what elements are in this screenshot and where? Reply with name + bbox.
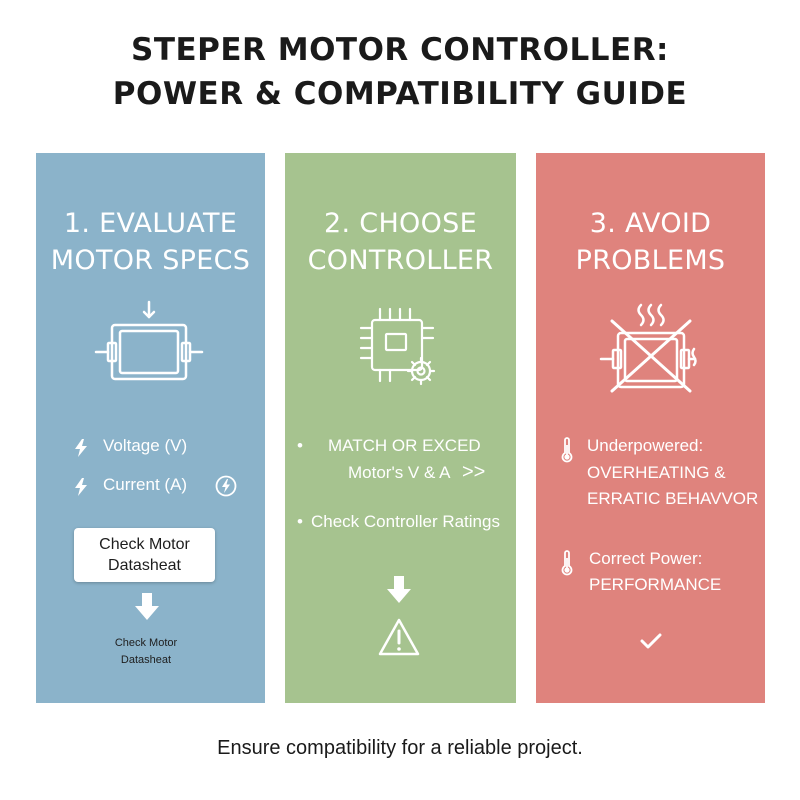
bullet: •: [297, 512, 303, 531]
double-chevron-text: >>: [462, 461, 486, 483]
panel-heading-line-1: 3. AVOID: [589, 208, 712, 239]
overheating-text: OVERHEATING &: [587, 463, 726, 482]
check-motor-datasheet-caption: Check Motor Datasheat: [96, 635, 196, 669]
motor-v-a-text: Motor's V & A: [348, 463, 451, 482]
page-title: STEPER MOTOR CONTROLLER: POWER & COMPATI…: [0, 28, 800, 116]
controller-chip-gear-icon: [359, 307, 436, 386]
warning-triangle-icon: [378, 618, 420, 656]
title-line-2: POWER & COMPATIBILITY GUIDE: [112, 76, 688, 112]
panel-heading-line-1: 2. CHOOSE: [324, 208, 477, 239]
panel-heading-line-1: 1. EVALUATE: [63, 208, 238, 239]
spec-current: Current (A): [103, 475, 188, 494]
panel-heading: 3. AVOID PROBLEMS: [536, 205, 765, 279]
thermometer-icon: [561, 437, 573, 463]
title-line-1: STEPER MOTOR CONTROLLER:: [131, 32, 669, 68]
check-motor-datasheet-button[interactable]: Check Motor Datasheat: [74, 528, 215, 582]
button-line-1: Check Motor: [99, 536, 190, 553]
lightning-circle-icon: [215, 475, 237, 497]
performance-text: PERFORMANCE: [589, 575, 722, 594]
panel-avoid-problems: 3. AVOID PROBLEMS Underpowered: OVERHEAT…: [536, 153, 765, 703]
panel-heading-line-2: CONTROLLER: [307, 245, 494, 276]
panel-heading: 1. EVALUATE MOTOR SPECS: [36, 205, 265, 279]
arrow-down-icon: [387, 576, 411, 603]
panel-choose-controller: 2. CHOOSE CONTROLLER: [285, 153, 516, 703]
arrow-down-icon: [135, 593, 159, 620]
lightning-icon: [75, 439, 87, 457]
panel-evaluate-motor-specs: 1. EVALUATE MOTOR SPECS Voltage (V) Curr…: [36, 153, 265, 703]
motor-icon: [94, 300, 204, 381]
check-controller-ratings-text: Check Controller Ratings: [311, 512, 500, 531]
underpowered-label: Underpowered:: [587, 436, 704, 455]
footer-caption: Ensure compatibility for a reliable proj…: [217, 737, 583, 759]
bullet: •: [297, 436, 303, 455]
erratic-behavior-text: ERRATIC BEHAVVOR: [587, 489, 759, 508]
caption-line-2: Datasheat: [120, 654, 172, 666]
spec-voltage: Voltage (V): [103, 436, 188, 455]
checkmark-icon: [640, 633, 662, 649]
caption-line-1: Check Motor: [114, 637, 178, 649]
button-line-2: Datasheat: [108, 557, 181, 574]
overheating-motor-crossed-icon: [599, 303, 697, 393]
correct-power-label: Correct Power:: [589, 549, 703, 568]
panel-heading-line-2: MOTOR SPECS: [50, 245, 251, 276]
panel-heading: 2. CHOOSE CONTROLLER: [285, 205, 516, 279]
thermometer-icon: [561, 550, 573, 576]
lightning-icon: [75, 478, 87, 496]
match-or-exceed-text: MATCH OR EXCED: [328, 436, 481, 455]
panel-heading-line-2: PROBLEMS: [575, 245, 726, 276]
